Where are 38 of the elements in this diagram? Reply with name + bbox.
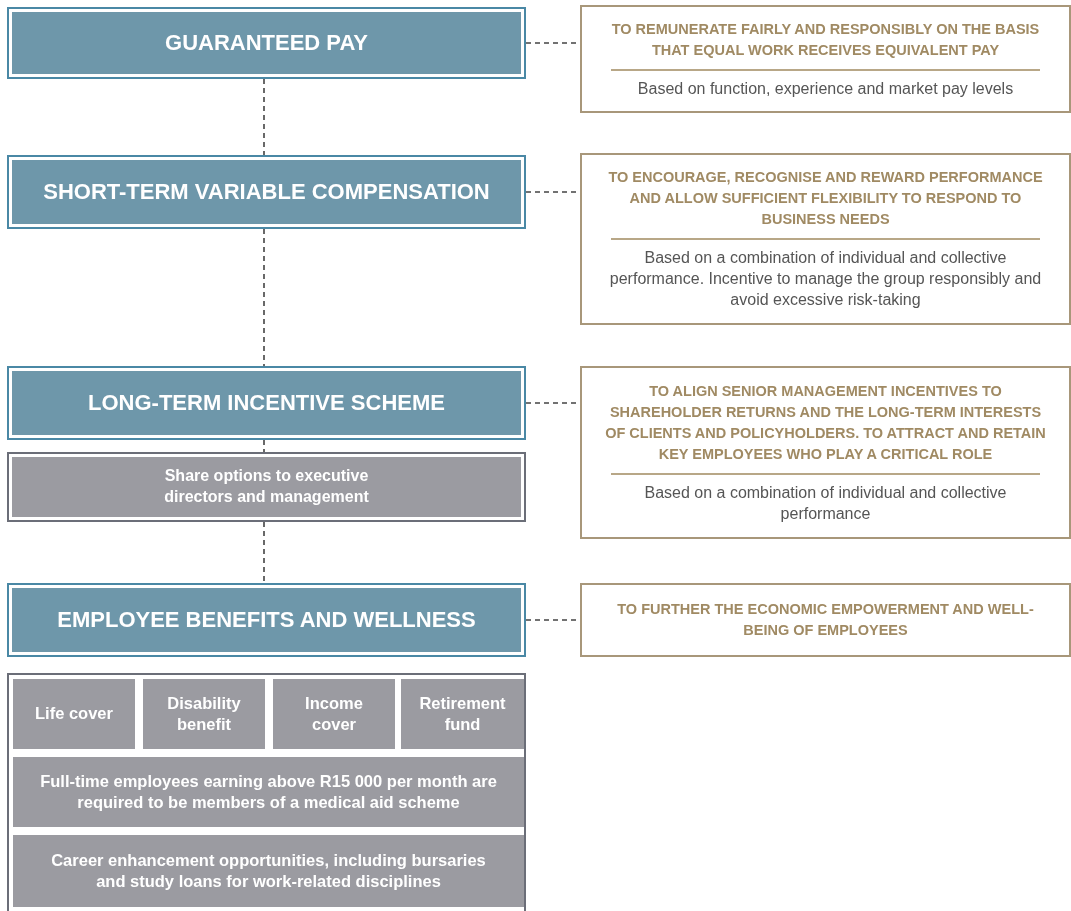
objective-heading: TO ALIGN SENIOR MANAGEMENT INCENTIVES TO SHAREHOLDER RETURNS AND THE LONG-TERM INTERESTS OF CLIENTS AND POLICYHOLDERS. TO ATTRACT AND RETAIN KEY EMPLOYEES WHO PLAY A CRITICAL ROLE xyxy=(604,381,1047,464)
benefit-text: Full-time employees earning above R15 000 per month are required to be members of a medical aid scheme xyxy=(39,770,498,813)
benefit-text: Share options to executive directors and management xyxy=(163,466,370,507)
benefit-text: Retirement fund xyxy=(419,692,506,735)
objective-box xyxy=(580,366,1071,539)
benefit-box xyxy=(13,679,135,749)
benefit-text: Career enhancement opportunities, including bursaries and study loans for work-related disciplines xyxy=(50,849,487,892)
category-title: EMPLOYEE BENEFITS AND WELLNESS xyxy=(57,607,476,633)
benefits-panel xyxy=(7,673,526,911)
objective-heading: TO REMUNERATE FAIRLY AND RESPONSIBLY ON THE BASIS THAT EQUAL WORK RECEIVES EQUIVALENT PAY xyxy=(610,19,1041,60)
objective-description: Based on function, experience and market pay levels xyxy=(637,78,1014,99)
benefit-box xyxy=(273,679,395,749)
benefit-text: Income cover xyxy=(304,692,364,735)
connector-line xyxy=(263,78,265,156)
objective-box xyxy=(580,583,1071,657)
objective-box xyxy=(580,5,1071,113)
category-box xyxy=(7,7,526,79)
category-box xyxy=(7,583,526,657)
category-box xyxy=(7,366,526,440)
connector-line xyxy=(263,521,265,584)
objective-box xyxy=(580,153,1071,325)
benefit-box xyxy=(401,679,524,749)
benefit-text: Disability benefit xyxy=(166,692,242,735)
category-box xyxy=(7,155,526,229)
connector-line xyxy=(263,228,265,367)
benefit-box xyxy=(13,835,524,907)
objective-description: Based on a combination of individual and collective performance. Incentive to manage the group responsibly and avoid excessive risk-taking xyxy=(608,248,1043,310)
category-title: SHORT-TERM VARIABLE COMPENSATION xyxy=(43,179,490,205)
connector-line xyxy=(263,439,265,453)
objective-heading: TO FURTHER THE ECONOMIC EMPOWERMENT AND WELL-BEING OF EMPLOYEES xyxy=(616,600,1035,640)
benefit-text: Life cover xyxy=(35,703,113,725)
objective-description: Based on a combination of individual and collective performance xyxy=(643,482,1008,524)
category-title: GUARANTEED PAY xyxy=(165,30,368,56)
category-title: LONG-TERM INCENTIVE SCHEME xyxy=(88,390,445,416)
objective-heading: TO ENCOURAGE, RECOGNISE AND REWARD PERFORMANCE AND ALLOW SUFFICIENT FLEXIBILITY TO RESPOND TO BUSINESS NEEDS xyxy=(607,168,1044,230)
benefit-box xyxy=(13,757,524,827)
benefit-box xyxy=(7,452,526,522)
benefit-box xyxy=(143,679,265,749)
